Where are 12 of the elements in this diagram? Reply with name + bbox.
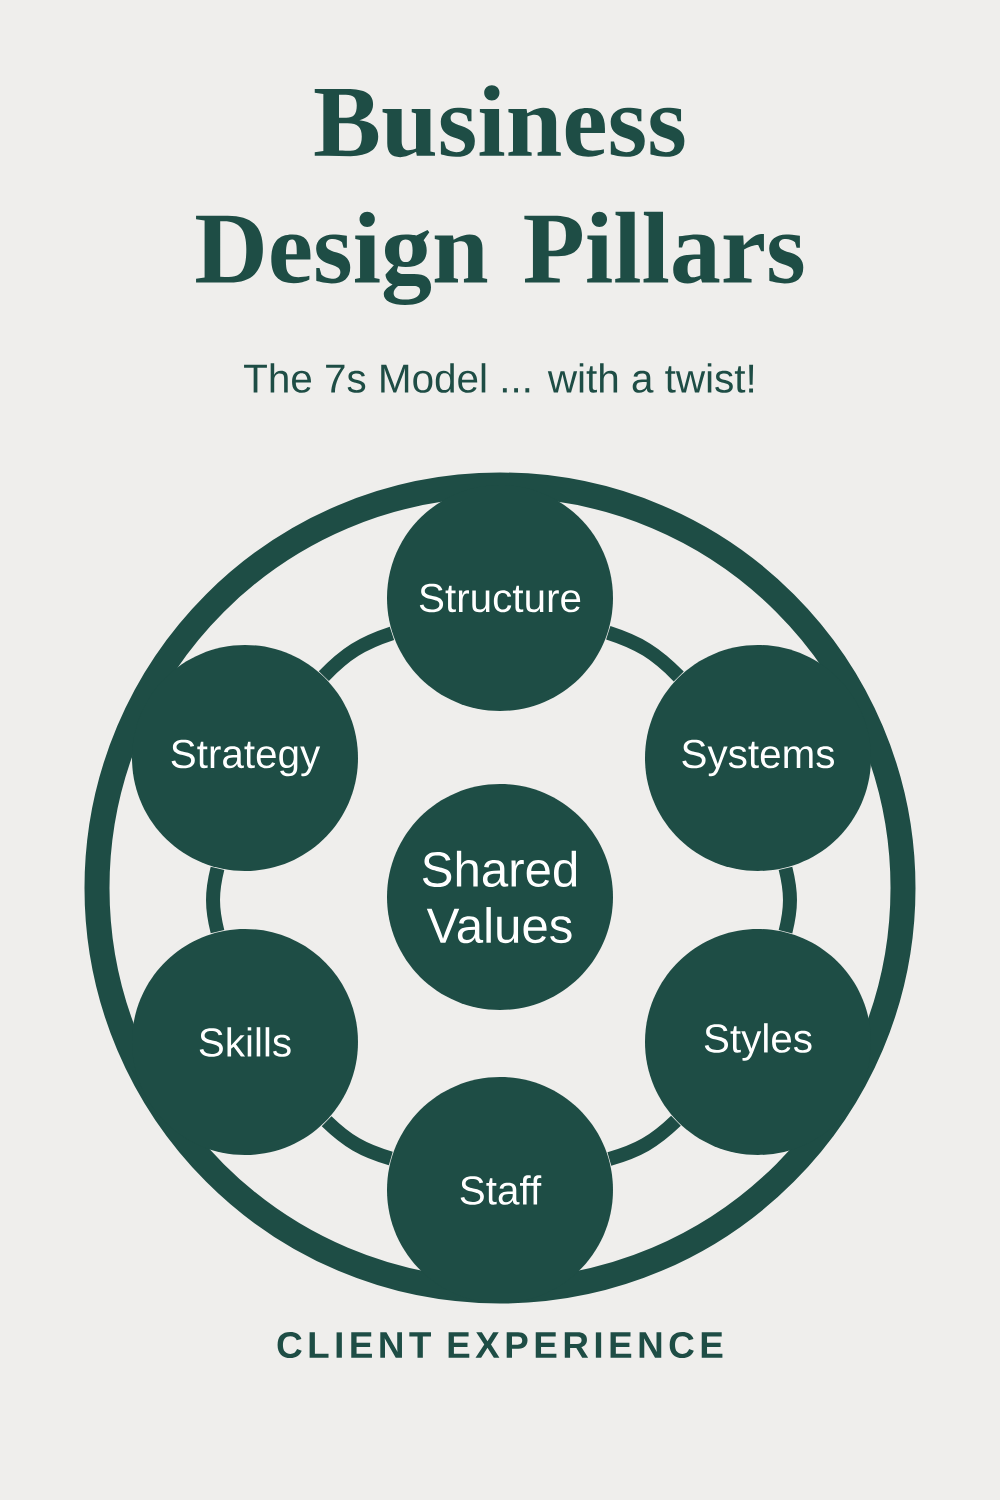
node-label: Structure [419,583,581,613]
connector [606,626,684,682]
connector [778,866,797,934]
connector [607,1115,681,1166]
connector [321,1116,393,1166]
connector [318,626,395,681]
ring-caption: CLIENT EXPERIENCE [277,1332,723,1359]
ring [84,472,916,1304]
title: Business Design Pillars [196,85,804,305]
node-label: Staff [460,1175,542,1205]
subtitle: The 7s Model ... with a twist! [244,363,754,393]
connector [206,866,225,934]
